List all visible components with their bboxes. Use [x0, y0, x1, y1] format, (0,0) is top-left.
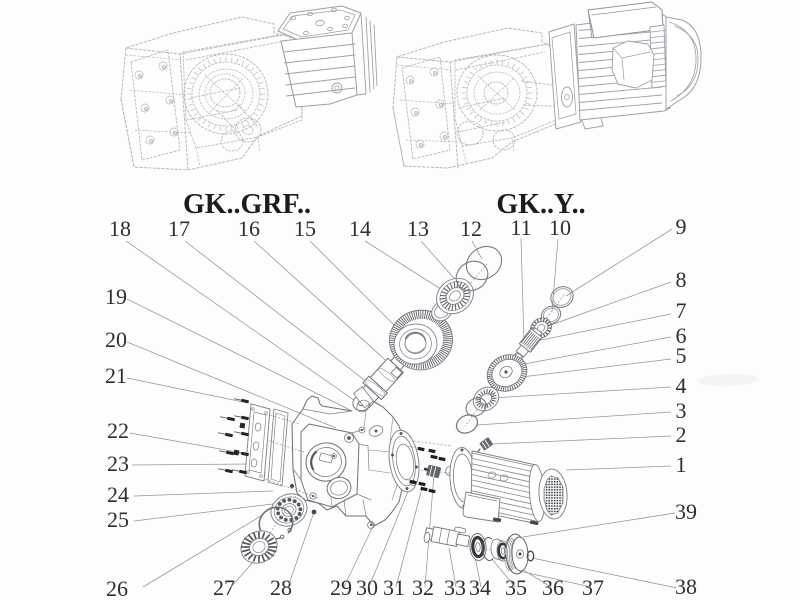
svg-text:31: 31 [383, 575, 405, 600]
svg-text:4: 4 [676, 373, 687, 398]
svg-text:37: 37 [582, 575, 604, 600]
svg-text:30: 30 [356, 575, 378, 600]
svg-text:7: 7 [676, 298, 687, 323]
svg-text:8: 8 [676, 267, 687, 292]
svg-text:18: 18 [109, 216, 131, 241]
svg-text:36: 36 [542, 575, 564, 600]
svg-text:10: 10 [549, 215, 571, 240]
svg-text:GK..GRF..: GK..GRF.. [183, 189, 311, 220]
svg-text:34: 34 [469, 575, 491, 600]
svg-text:5: 5 [676, 343, 687, 368]
svg-text:38: 38 [675, 574, 697, 599]
svg-text:32: 32 [412, 575, 434, 600]
svg-text:21: 21 [105, 363, 127, 388]
svg-text:24: 24 [107, 482, 129, 507]
svg-text:27: 27 [213, 575, 235, 600]
svg-text:2: 2 [676, 422, 687, 447]
svg-text:20: 20 [105, 327, 127, 352]
svg-text:3: 3 [676, 398, 687, 423]
svg-text:28: 28 [270, 575, 292, 600]
svg-text:23: 23 [107, 451, 129, 476]
svg-text:14: 14 [349, 216, 371, 241]
svg-text:19: 19 [105, 284, 127, 309]
svg-text:22: 22 [107, 418, 129, 443]
svg-text:25: 25 [107, 507, 129, 532]
svg-text:12: 12 [460, 216, 482, 241]
svg-text:11: 11 [510, 215, 531, 240]
svg-text:33: 33 [444, 575, 466, 600]
svg-text:9: 9 [676, 214, 687, 239]
svg-text:26: 26 [106, 576, 128, 600]
svg-text:16: 16 [238, 216, 260, 241]
svg-text:6: 6 [676, 323, 687, 348]
svg-text:13: 13 [407, 216, 429, 241]
svg-text:1: 1 [676, 452, 687, 477]
svg-text:17: 17 [168, 216, 190, 241]
svg-text:GK..Y..: GK..Y.. [496, 189, 585, 220]
svg-text:39: 39 [675, 499, 697, 524]
svg-text:15: 15 [294, 216, 316, 241]
svg-text:29: 29 [330, 575, 352, 600]
